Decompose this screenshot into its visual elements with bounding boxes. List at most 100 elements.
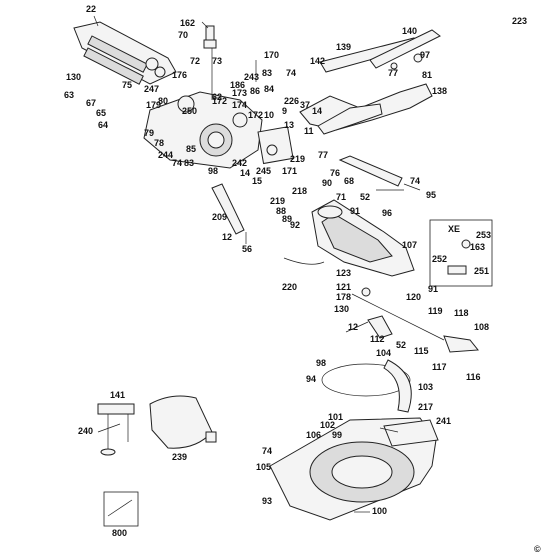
- callout-12: 12: [222, 232, 232, 242]
- callout-107: 107: [402, 240, 417, 250]
- callout-83: 83: [262, 68, 272, 78]
- xe-knob: [461, 239, 471, 249]
- callout-245: 245: [256, 166, 271, 176]
- callout-244: 244: [158, 150, 173, 160]
- callout-178: 178: [336, 292, 351, 302]
- callout-108: 108: [474, 322, 489, 332]
- callout-174: 174: [232, 100, 247, 110]
- callout-77: 77: [388, 68, 398, 78]
- callout-52: 52: [360, 192, 370, 202]
- callout-77b: 77: [318, 150, 328, 160]
- callout-64: 64: [98, 120, 108, 130]
- callout-12b: 12: [348, 322, 358, 332]
- callout-74c: 74: [410, 176, 420, 186]
- callout-139: 139: [336, 42, 351, 52]
- callout-123: 123: [336, 268, 351, 278]
- callout-242: 242: [232, 158, 247, 168]
- callout-140: 140: [402, 26, 417, 36]
- callout-15: 15: [252, 176, 262, 186]
- callout-170: 170: [264, 50, 279, 60]
- callout-130b: 130: [334, 304, 349, 314]
- callout-80: 80: [158, 96, 168, 106]
- callout-239: 239: [172, 452, 187, 462]
- callout-52b: 52: [396, 340, 406, 350]
- callout-13: 13: [284, 120, 294, 130]
- callout-117: 117: [432, 362, 447, 372]
- callout-241: 241: [436, 416, 451, 426]
- callout-68: 68: [344, 176, 354, 186]
- callout-94: 94: [306, 374, 316, 384]
- callout-67: 67: [86, 98, 96, 108]
- blade-guard-assembly: [299, 29, 441, 135]
- callout-74d: 74: [262, 446, 272, 456]
- callout-121: 121: [336, 282, 351, 292]
- callout-176: 176: [172, 70, 187, 80]
- callout-83b: 83: [184, 158, 194, 168]
- callout-79: 79: [144, 128, 154, 138]
- callout-100: 100: [372, 506, 387, 516]
- callout-73: 73: [212, 56, 222, 66]
- callout-14: 14: [312, 106, 322, 116]
- rail-assembly: [73, 21, 177, 85]
- wrench: [107, 499, 133, 517]
- callout-253: 253: [476, 230, 491, 240]
- leader-lines: [93, 15, 404, 513]
- callout-84: 84: [264, 84, 274, 94]
- callout-88: 88: [276, 206, 286, 216]
- callout-118: 118: [454, 308, 469, 318]
- callout-220: 220: [282, 282, 297, 292]
- callout-98: 98: [208, 166, 218, 176]
- copyright-mark: ©: [534, 544, 541, 554]
- callout-85: 85: [186, 144, 196, 154]
- callout-115: 115: [414, 346, 429, 356]
- callout-141: 141: [110, 390, 125, 400]
- callout-10: 10: [264, 110, 274, 120]
- dust-bag: [149, 395, 217, 449]
- callout-252: 252: [432, 254, 447, 264]
- callout-9: 9: [282, 106, 287, 116]
- callout-240: 240: [78, 426, 93, 436]
- callout-219: 219: [290, 154, 305, 164]
- lower-guard-bar: [338, 155, 421, 191]
- callout-173: 173: [232, 88, 247, 98]
- callout-104: 104: [376, 348, 391, 358]
- callout-163: 163: [470, 242, 485, 252]
- hold-down-clamp: [97, 403, 135, 456]
- callout-91b: 91: [428, 284, 438, 294]
- callout-99: 99: [332, 430, 342, 440]
- callout-101: 101: [328, 412, 343, 422]
- callout-106: 106: [306, 430, 321, 440]
- callout-105: 105: [256, 462, 271, 472]
- bevel-scale: [283, 257, 325, 265]
- wrench-box: [103, 491, 139, 527]
- callout-247: 247: [144, 84, 159, 94]
- callout-56: 56: [242, 244, 252, 254]
- callout-78: 78: [154, 138, 164, 148]
- xe-detail-box: [429, 219, 493, 287]
- callout-171: 171: [282, 166, 297, 176]
- callout-76: 76: [330, 168, 340, 178]
- callout-116: 116: [466, 372, 481, 382]
- callout-138: 138: [432, 86, 447, 96]
- callout-217: 217: [418, 402, 433, 412]
- callout-172: 172: [212, 96, 227, 106]
- miter-lock-assembly: [351, 287, 479, 353]
- callout-81: 81: [422, 70, 432, 80]
- callout-162: 162: [180, 18, 195, 28]
- callout-130: 130: [66, 72, 81, 82]
- callout-98b: 98: [316, 358, 326, 368]
- callout-93: 93: [262, 496, 272, 506]
- callout-89: 89: [282, 214, 292, 224]
- callout-172b: 172: [248, 110, 263, 120]
- callout-22: 22: [86, 4, 96, 14]
- callout-179: 179: [146, 100, 161, 110]
- bevel-lock-arm: [211, 183, 245, 235]
- callout-209: 209: [212, 212, 227, 222]
- callout-labels: 22 162 223 70 170 140 139 97 72 73 77 81…: [64, 4, 527, 538]
- callout-97: 97: [420, 50, 430, 60]
- callout-251: 251: [474, 266, 489, 276]
- callout-11: 11: [304, 126, 314, 136]
- arm-body: [311, 199, 415, 277]
- callout-223: 223: [512, 16, 527, 26]
